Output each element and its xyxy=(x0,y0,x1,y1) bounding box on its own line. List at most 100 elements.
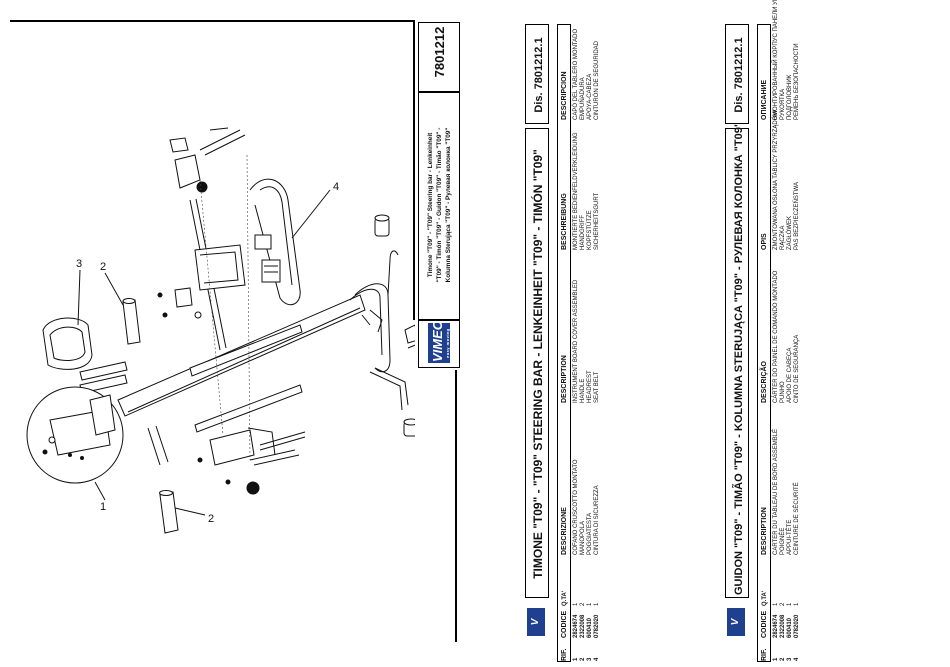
table1-row-2-codice: 2322008 xyxy=(580,614,586,638)
table2-dis: Dis. 7801212.1 xyxy=(733,37,745,113)
table1-row-4-it: CINTURA DI SICUREZZA xyxy=(594,485,600,555)
table2-row-4-codice: 0782020 xyxy=(794,614,800,638)
table2-title-box: GUIDON "T09" - TIMÃO "T09" - KOLUMNA STE… xyxy=(725,122,749,598)
table2-title: GUIDON "T09" - TIMÃO "T09" - KOLUMNA STE… xyxy=(733,121,745,595)
table1-h-rif: RIF. xyxy=(561,648,568,661)
callout-3: 3 xyxy=(76,258,82,270)
table2-row-3-pl: ZAGŁÓWEK xyxy=(787,215,793,250)
table1-h-it: DESCRIZIONE xyxy=(561,507,568,555)
callout-2-upper: 2 xyxy=(100,261,106,273)
part-number: 7801212 xyxy=(432,26,447,78)
table2-row-4-pt: CINTO DE SEGURANÇA xyxy=(794,334,800,403)
table1-row-2-en: HANDLE xyxy=(580,378,586,403)
table1-row-4-de: SICHERHEITSGURT xyxy=(594,192,600,250)
table1-row-4-rif: 4 xyxy=(594,657,600,661)
exploded-drawing: 3 2 4 1 2 xyxy=(26,127,415,534)
table1-row-3-en: HEADREST xyxy=(587,370,593,403)
table2-row-3-qta: 1 xyxy=(787,602,793,606)
table2-row-2-pt: PUNHO xyxy=(780,381,786,403)
table1-row-1-rif: 1 xyxy=(573,657,579,661)
table2-row-1-pt: CÁRTER DO PAINEL DE COMANDO MONTADO xyxy=(773,270,779,403)
callout-2-lower: 2 xyxy=(208,513,214,525)
title-line-2: "T09" - Timón "T09" - Guidon "T09" - Tim… xyxy=(436,127,443,283)
parts-table-1: TIMONE "T09" - "T09" STEERING BAR - LENK… xyxy=(525,20,600,662)
table2-row-3-ru: ПОДГОЛОВНИК xyxy=(787,74,793,120)
table1-row-1-it: COFANO CRUSCOTTO MONTATO xyxy=(573,459,579,555)
frame-bottom-line xyxy=(455,370,457,642)
table1-row-4-codice: 0782020 xyxy=(594,614,600,638)
table2-row-1-codice: 2824674 xyxy=(773,614,779,638)
table2-h-ru: ОПИСАНИЕ xyxy=(761,79,768,120)
table1-row-2-de: HANDGRIFF xyxy=(580,215,586,250)
table2-row-1-pl: ZMONTOWANA OSŁONA TABLICY PRZYRZĄDÓW xyxy=(773,109,779,250)
table1-row-1-codice: 2824674 xyxy=(573,614,579,638)
table2-h-pt: DESCRIÇÃO xyxy=(761,360,768,403)
table2-row-2-ru: РУКОЯТКА xyxy=(780,88,786,120)
table1-row-1-es: CAPÓ DEL TABLERO MONTADO xyxy=(573,28,579,120)
table2-row-3-pt: APOIO DE CABEÇA xyxy=(787,347,793,403)
table1-row-1-de: MONTIERTE BEDIENFELDVERKLEIDUNG xyxy=(573,132,579,250)
table1-row-4-es: CINTURÓN DE SEGURIDAD xyxy=(594,40,600,120)
frame-right-line xyxy=(413,20,415,320)
table2-row-3-rif: 3 xyxy=(787,657,793,661)
table1-row-3-rif: 3 xyxy=(587,657,593,661)
table1-h-de: BESCHREIBUNG xyxy=(561,193,568,250)
table2-row-2-pl: RĄCZKA xyxy=(780,225,786,250)
table1-h-codice: CODICE xyxy=(561,610,568,638)
table2-h-qta: Q.TA' xyxy=(762,590,768,606)
table2-row-2-fr: POIGNÉE xyxy=(780,527,786,555)
table1-dis: Dis. 7801212.1 xyxy=(533,37,545,113)
table1-row-2-it: MANOPOLA xyxy=(580,520,586,555)
table2-row-1-rif: 1 xyxy=(773,657,779,661)
table1-logo-box: V xyxy=(525,608,549,638)
table2-row-4-qta: 1 xyxy=(794,602,800,606)
table1-row-1-en: INSTRUMENT BOARD COVER ASSEMBLED xyxy=(573,279,579,403)
part-number-box: 7801212 xyxy=(418,22,460,92)
table2-row-2-qta: 2 xyxy=(780,602,786,606)
frame-top-line xyxy=(10,20,415,22)
table2-h-pl: OPIS xyxy=(761,233,768,250)
title-line-3: Kolumna Sterująca "T09" - Рулевая колонк… xyxy=(445,127,452,283)
table2-row-4-rif: 4 xyxy=(794,657,800,661)
title-lines-box: Timone "T09" - "T09" Steering bar - Lenk… xyxy=(418,92,460,320)
table2-row-3-codice: 600410 xyxy=(787,617,793,638)
table1-h-es: DESCRIPCION xyxy=(561,71,568,120)
title-line-1: Timone "T09" - "T09" Steering bar - Lenk… xyxy=(427,132,434,278)
table1-row-4-qta: 1 xyxy=(594,602,600,606)
table2-row-1-qta: 1 xyxy=(773,602,779,606)
table1-row-3-it: POGGIATESTA xyxy=(587,512,593,555)
table1-title: TIMONE "T09" - "T09" STEERING BAR - LENK… xyxy=(531,149,545,579)
table1-row-3-codice: 600410 xyxy=(587,617,593,638)
table1-h-en: DESCRIPTION xyxy=(561,355,568,403)
logo-box: VIMEC easy moving xyxy=(418,320,460,368)
table2-row-1-fr: CARTER DU TABLEAU DE BORD ASSEMBLÉ xyxy=(773,428,779,555)
table2-row-4-ru: РЕМЕНЬ БЕЗОПАСНОСТИ xyxy=(794,43,800,120)
table1-title-box: TIMONE "T09" - "T09" STEERING BAR - LENK… xyxy=(525,128,549,598)
table1-dis-box: Dis. 7801212.1 xyxy=(525,24,549,124)
table2-vimec-logo: V xyxy=(727,608,745,636)
table2-h-codice: CODICE xyxy=(761,610,768,638)
table2-dis-box: Dis. 7801212.1 xyxy=(725,24,749,124)
table2-logo-box: V xyxy=(725,608,749,638)
table2-row-3-fr: APPUI-TÊTE xyxy=(787,519,793,555)
callout-1: 1 xyxy=(100,501,106,513)
table1-row-1-qta: 1 xyxy=(573,602,579,606)
table1-row-3-es: APOYA-CABEZA xyxy=(587,73,593,120)
table1-header xyxy=(557,24,571,662)
table1-row-2-es: EMPUÑADURA xyxy=(580,77,586,120)
vimec-logo: VIMEC easy moving xyxy=(428,320,450,363)
table2-row-2-rif: 2 xyxy=(780,657,786,661)
table2-h-rif: RIF. xyxy=(761,648,768,661)
table1-row-2-qta: 2 xyxy=(580,602,586,606)
table2-row-1-ru: ВМОНТИРОВАННЫЙ КОРПУС ПАНЕЛИ УПРАВЛЕНИЯ xyxy=(773,0,779,120)
table1-row-2-rif: 2 xyxy=(580,657,586,661)
parts-table-2: GUIDON "T09" - TIMÃO "T09" - KOLUMNA STE… xyxy=(725,0,800,662)
table2-row-2-codice: 2322008 xyxy=(780,614,786,638)
table1-row-3-de: KOPFSTÜTZE xyxy=(587,210,593,250)
table2-h-fr: DESCRIPTION xyxy=(761,507,768,555)
table1-vimec-logo: V xyxy=(527,608,545,636)
callout-4: 4 xyxy=(333,181,339,193)
table2-row-4-pl: PAS BEZPIECZEŃSTWA xyxy=(794,181,800,250)
table1-row-3-qta: 1 xyxy=(587,602,593,606)
